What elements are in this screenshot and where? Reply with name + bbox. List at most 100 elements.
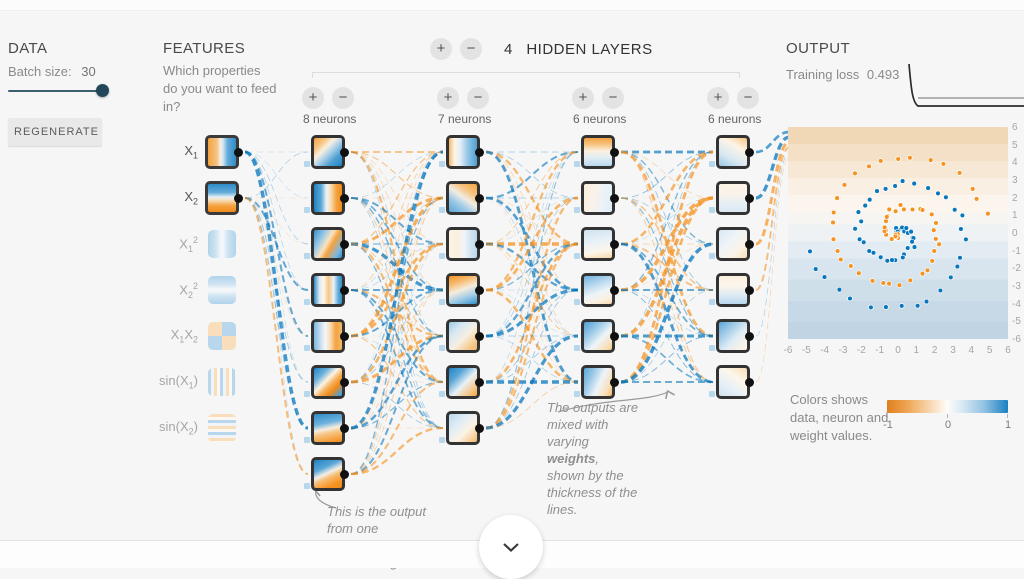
layers-bracket-tick-right — [739, 72, 740, 78]
weight-line — [350, 197, 444, 475]
weight-line — [485, 197, 579, 245]
weight-line — [350, 242, 444, 292]
add-layer-button[interactable]: + — [430, 38, 452, 60]
feature-thumbnail-x2-squared[interactable] — [208, 276, 236, 304]
layer-1-controls: +− — [302, 87, 354, 109]
layer-4-neuron-6[interactable] — [709, 365, 754, 399]
batch-size-slider-track[interactable] — [8, 90, 105, 92]
weight-line — [485, 197, 579, 337]
data-point — [923, 298, 930, 305]
remove-layer-button[interactable]: − — [460, 38, 482, 60]
weight-line — [244, 197, 309, 383]
feature-thumbnail-x1[interactable] — [205, 135, 243, 169]
layer-2-neuron-6[interactable] — [439, 365, 484, 399]
layer-1-neuron-6[interactable] — [304, 365, 349, 399]
batch-size-slider-handle[interactable] — [96, 84, 109, 97]
layer-3-neuron-1[interactable] — [574, 135, 619, 169]
output-nub — [340, 239, 349, 249]
layer-3-neuron-3[interactable] — [574, 227, 619, 261]
feature-thumbnail-x2[interactable] — [205, 181, 243, 215]
data-point — [812, 266, 819, 272]
layer-2-neuron-count-label: 7 neurons — [438, 112, 492, 126]
layer-1-neuron-8[interactable] — [304, 457, 349, 491]
feature-thumbnail-sin-x2[interactable] — [208, 414, 236, 442]
tooltip-line: lines. — [547, 502, 578, 517]
layer-2-add-neuron-button[interactable]: + — [437, 87, 459, 109]
x-tick-label: -5 — [801, 345, 811, 356]
data-point — [896, 282, 903, 288]
y-tick-label: -4 — [1012, 298, 1021, 310]
layer-4-neuron-1[interactable] — [709, 135, 754, 169]
weight-line — [485, 243, 579, 291]
y-tick-label: -3 — [1012, 281, 1021, 292]
regenerate-button[interactable]: REGENERATE — [8, 118, 102, 146]
weight-line — [350, 196, 444, 246]
layer-4-neuron-3[interactable] — [709, 227, 754, 261]
layer-4-neuron-2[interactable] — [709, 181, 754, 215]
layer-4-neuron-4[interactable] — [709, 273, 754, 307]
layer-1-remove-neuron-button[interactable]: − — [332, 87, 354, 109]
layer-2-neuron-5[interactable] — [439, 319, 484, 353]
layer-4-neuron-5[interactable] — [709, 319, 754, 353]
layer-3-add-neuron-button[interactable]: + — [572, 87, 594, 109]
layer-3-neuron-4[interactable] — [574, 273, 619, 307]
weight-line — [485, 335, 579, 383]
output-decision-plot[interactable] — [788, 127, 1008, 339]
layer-1-neuron-4[interactable] — [304, 273, 349, 307]
layer-1-neuron-3[interactable] — [304, 227, 349, 261]
data-point — [919, 207, 926, 213]
tooltip-line: thickness of the — [547, 485, 638, 500]
layer-1-neuron-2[interactable] — [304, 181, 349, 215]
tooltip-line: The outputs are — [547, 400, 639, 415]
weight-line — [485, 150, 579, 292]
layer-3-remove-neuron-button[interactable]: − — [602, 87, 624, 109]
layer-2-remove-neuron-button[interactable]: − — [467, 87, 489, 109]
layer-4-neuron-count-label: 6 neurons — [708, 112, 762, 126]
data-point — [841, 182, 848, 188]
data-point — [900, 254, 906, 261]
output-panel-heading: OUTPUT — [786, 40, 851, 57]
layer-4-add-neuron-button[interactable]: + — [707, 87, 729, 109]
weight-line — [620, 243, 714, 337]
bias-square — [304, 345, 310, 351]
bias-square — [439, 253, 445, 259]
feature-thumbnail-sin-x1[interactable] — [208, 368, 236, 396]
data-point — [925, 185, 931, 191]
weight-line — [350, 288, 444, 338]
layer-2-neuron-2[interactable] — [439, 181, 484, 215]
weight-line — [350, 197, 444, 429]
layer-1-neuron-7[interactable] — [304, 411, 349, 445]
data-point — [929, 258, 935, 264]
scroll-down-button[interactable] — [479, 515, 543, 579]
layer-1-add-neuron-button[interactable]: + — [302, 87, 324, 109]
layer-3-neuron-6[interactable] — [574, 365, 619, 399]
layer-4-remove-neuron-button[interactable]: − — [737, 87, 759, 109]
bias-square — [304, 161, 310, 167]
feature-label-x1: X1 — [184, 143, 198, 161]
feature-thumbnail-x1-squared[interactable] — [208, 230, 236, 258]
data-point — [911, 244, 918, 250]
weight-line — [350, 151, 444, 337]
layer-3-neuron-2[interactable] — [574, 181, 619, 215]
layer-3-neuron-5[interactable] — [574, 319, 619, 353]
data-point — [954, 263, 961, 270]
layer-2-controls: +− — [437, 87, 489, 109]
weight-line — [350, 381, 444, 429]
output-nub — [745, 239, 754, 249]
layer-1-neuron-5[interactable] — [304, 319, 349, 353]
weight-line — [755, 157, 790, 383]
layer-1-neuron-1[interactable] — [304, 135, 349, 169]
layer-2-neuron-7[interactable] — [439, 411, 484, 445]
bias-square — [304, 391, 310, 397]
layer-2-neuron-1[interactable] — [439, 135, 484, 169]
data-point — [931, 248, 937, 254]
feature-thumbnail-x1x2[interactable] — [208, 322, 236, 350]
weight-line — [485, 288, 579, 338]
layer-2-neuron-4[interactable] — [439, 273, 484, 307]
output-nub — [610, 377, 619, 387]
bias-square — [439, 161, 445, 167]
data-point — [877, 254, 884, 261]
layer-2-neuron-3[interactable] — [439, 227, 484, 261]
bias-square — [709, 207, 715, 213]
data-point — [933, 220, 939, 226]
